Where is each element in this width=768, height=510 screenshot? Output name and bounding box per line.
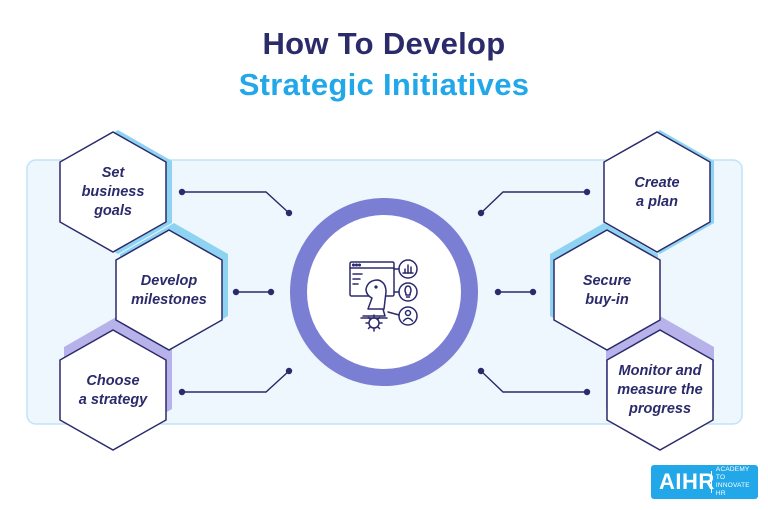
connector-monitor-and-measure <box>480 370 587 393</box>
connector-set-business-goals <box>182 191 290 214</box>
label-line: a plan <box>636 194 678 210</box>
logo-divider <box>711 471 712 493</box>
logo-brand: AIHR <box>659 469 715 494</box>
label-choose-a-strategy: Choose a strategy <box>58 372 168 410</box>
connector-create-a-plan <box>480 191 587 214</box>
label-line: Develop <box>140 273 198 289</box>
connector-dot <box>494 288 502 296</box>
connector-choose-a-strategy <box>182 370 290 393</box>
strategy-chess-icon <box>349 259 418 332</box>
connector-dot <box>583 188 591 196</box>
hexagons <box>59 131 714 451</box>
label-line: milestones <box>131 292 207 308</box>
label-develop-milestones: Develop milestones <box>114 272 224 310</box>
connector-dot <box>267 288 275 296</box>
label-set-business-goals: Set business goals <box>58 164 168 221</box>
connector-dot <box>285 367 293 375</box>
label-line: Choose <box>86 373 140 389</box>
title-line-2: Strategic Initiatives <box>238 67 530 102</box>
hex-set-business-goals <box>59 131 167 253</box>
connector-dot <box>178 388 186 396</box>
connector-dot <box>178 188 186 196</box>
label-line: Set <box>101 165 125 181</box>
hex-choose-a-strategy <box>59 329 167 451</box>
label-create-a-plan: Create a plan <box>602 174 712 212</box>
aihr-logo: AIHR ACADEMY TO INNOVATE HR <box>651 465 758 499</box>
hex-create-a-plan <box>603 131 711 253</box>
label-line: business <box>81 184 145 200</box>
title-line-1: How To Develop <box>262 26 506 61</box>
label-line: Create <box>634 175 680 191</box>
hex-monitor-and-measure <box>606 329 714 451</box>
label-monitor-and-measure: Monitor and measure the progress <box>605 362 715 419</box>
label-line: Secure <box>582 273 632 289</box>
connectors <box>182 191 587 393</box>
label-line: Monitor and <box>618 363 702 379</box>
hex-develop-milestones <box>115 229 223 351</box>
connector-dots <box>178 188 591 396</box>
label-line: progress <box>628 401 692 417</box>
connector-dot <box>285 209 293 217</box>
label-line: a strategy <box>78 392 148 408</box>
label-line: goals <box>94 203 132 219</box>
label-line: measure the <box>617 382 703 398</box>
hex-secure-buy-in <box>553 229 661 351</box>
connector-dot <box>529 288 537 296</box>
connector-dot <box>477 209 485 217</box>
connector-dot <box>583 388 591 396</box>
connector-dot <box>232 288 240 296</box>
label-secure-buy-in: Secure buy-in <box>552 272 662 310</box>
connector-dot <box>477 367 485 375</box>
logo-tagline: ACADEMY TO INNOVATE HR <box>715 466 750 497</box>
label-line: buy-in <box>585 292 629 308</box>
